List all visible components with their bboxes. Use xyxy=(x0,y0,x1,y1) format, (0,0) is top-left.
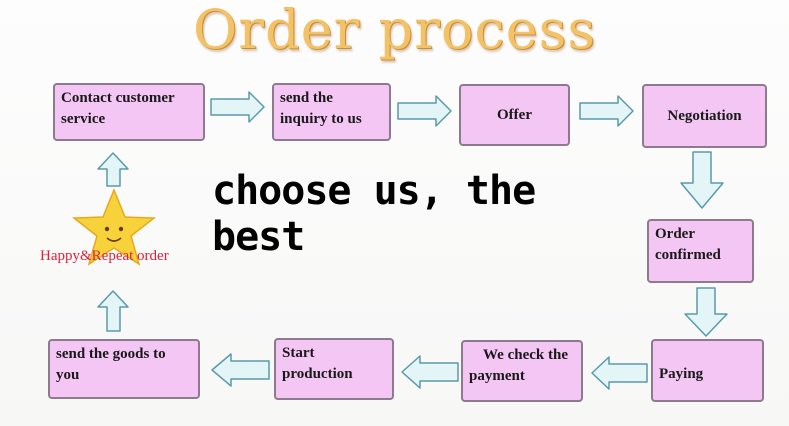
step-label-line1: We check the xyxy=(483,347,568,363)
arrow-happy-to-contact xyxy=(97,152,129,187)
step-start-production: Start production xyxy=(274,338,394,400)
arrow-offer-to-negotiation xyxy=(579,95,634,127)
step-contact-customer-service: Contact customer service xyxy=(53,83,205,141)
arrow-inquiry-to-offer xyxy=(397,95,452,127)
step-send-goods: send the goods to you xyxy=(48,339,200,399)
step-label-line2: inquiry to us xyxy=(280,111,362,127)
step-label-line1: send the goods to xyxy=(56,346,166,362)
step-label-line2: you xyxy=(56,367,80,383)
step-label: Paying xyxy=(659,365,704,382)
step-negotiation: Negotiation xyxy=(642,84,767,148)
step-check-payment: We check the payment xyxy=(461,340,583,402)
arrow-check-to-production xyxy=(401,355,459,389)
arrow-production-to-goods xyxy=(211,353,270,387)
step-label: Offer xyxy=(497,106,532,123)
page-title: Order process xyxy=(192,0,597,61)
step-label-line1: Contact customer xyxy=(61,90,175,106)
arrow-confirmed-to-paying xyxy=(684,287,728,337)
step-label: Negotiation xyxy=(667,107,742,124)
smiling-star-icon xyxy=(71,188,157,266)
step-label-line2: production xyxy=(282,366,353,382)
step-send-inquiry: send the inquiry to us xyxy=(272,83,391,141)
step-label-line2: confirmed xyxy=(655,247,721,263)
step-label-line2: service xyxy=(61,111,106,127)
arrow-contact-to-inquiry xyxy=(210,91,265,123)
arrow-goods-to-happy xyxy=(97,290,129,332)
step-label-line2: payment xyxy=(469,368,525,384)
step-label-line1: send the xyxy=(280,90,333,106)
step-order-confirmed: Order confirmed xyxy=(647,219,754,283)
step-label-line1: Start xyxy=(282,345,315,361)
step-paying: Paying xyxy=(651,339,764,402)
happy-repeat-order-label: Happy&Repeat order xyxy=(40,248,169,264)
arrow-negotiation-to-confirmed xyxy=(680,151,724,209)
step-offer: Offer xyxy=(459,84,570,146)
tagline: choose us, the best xyxy=(212,168,536,260)
step-label-line1: Order xyxy=(655,226,695,242)
arrow-paying-to-check xyxy=(591,356,648,390)
